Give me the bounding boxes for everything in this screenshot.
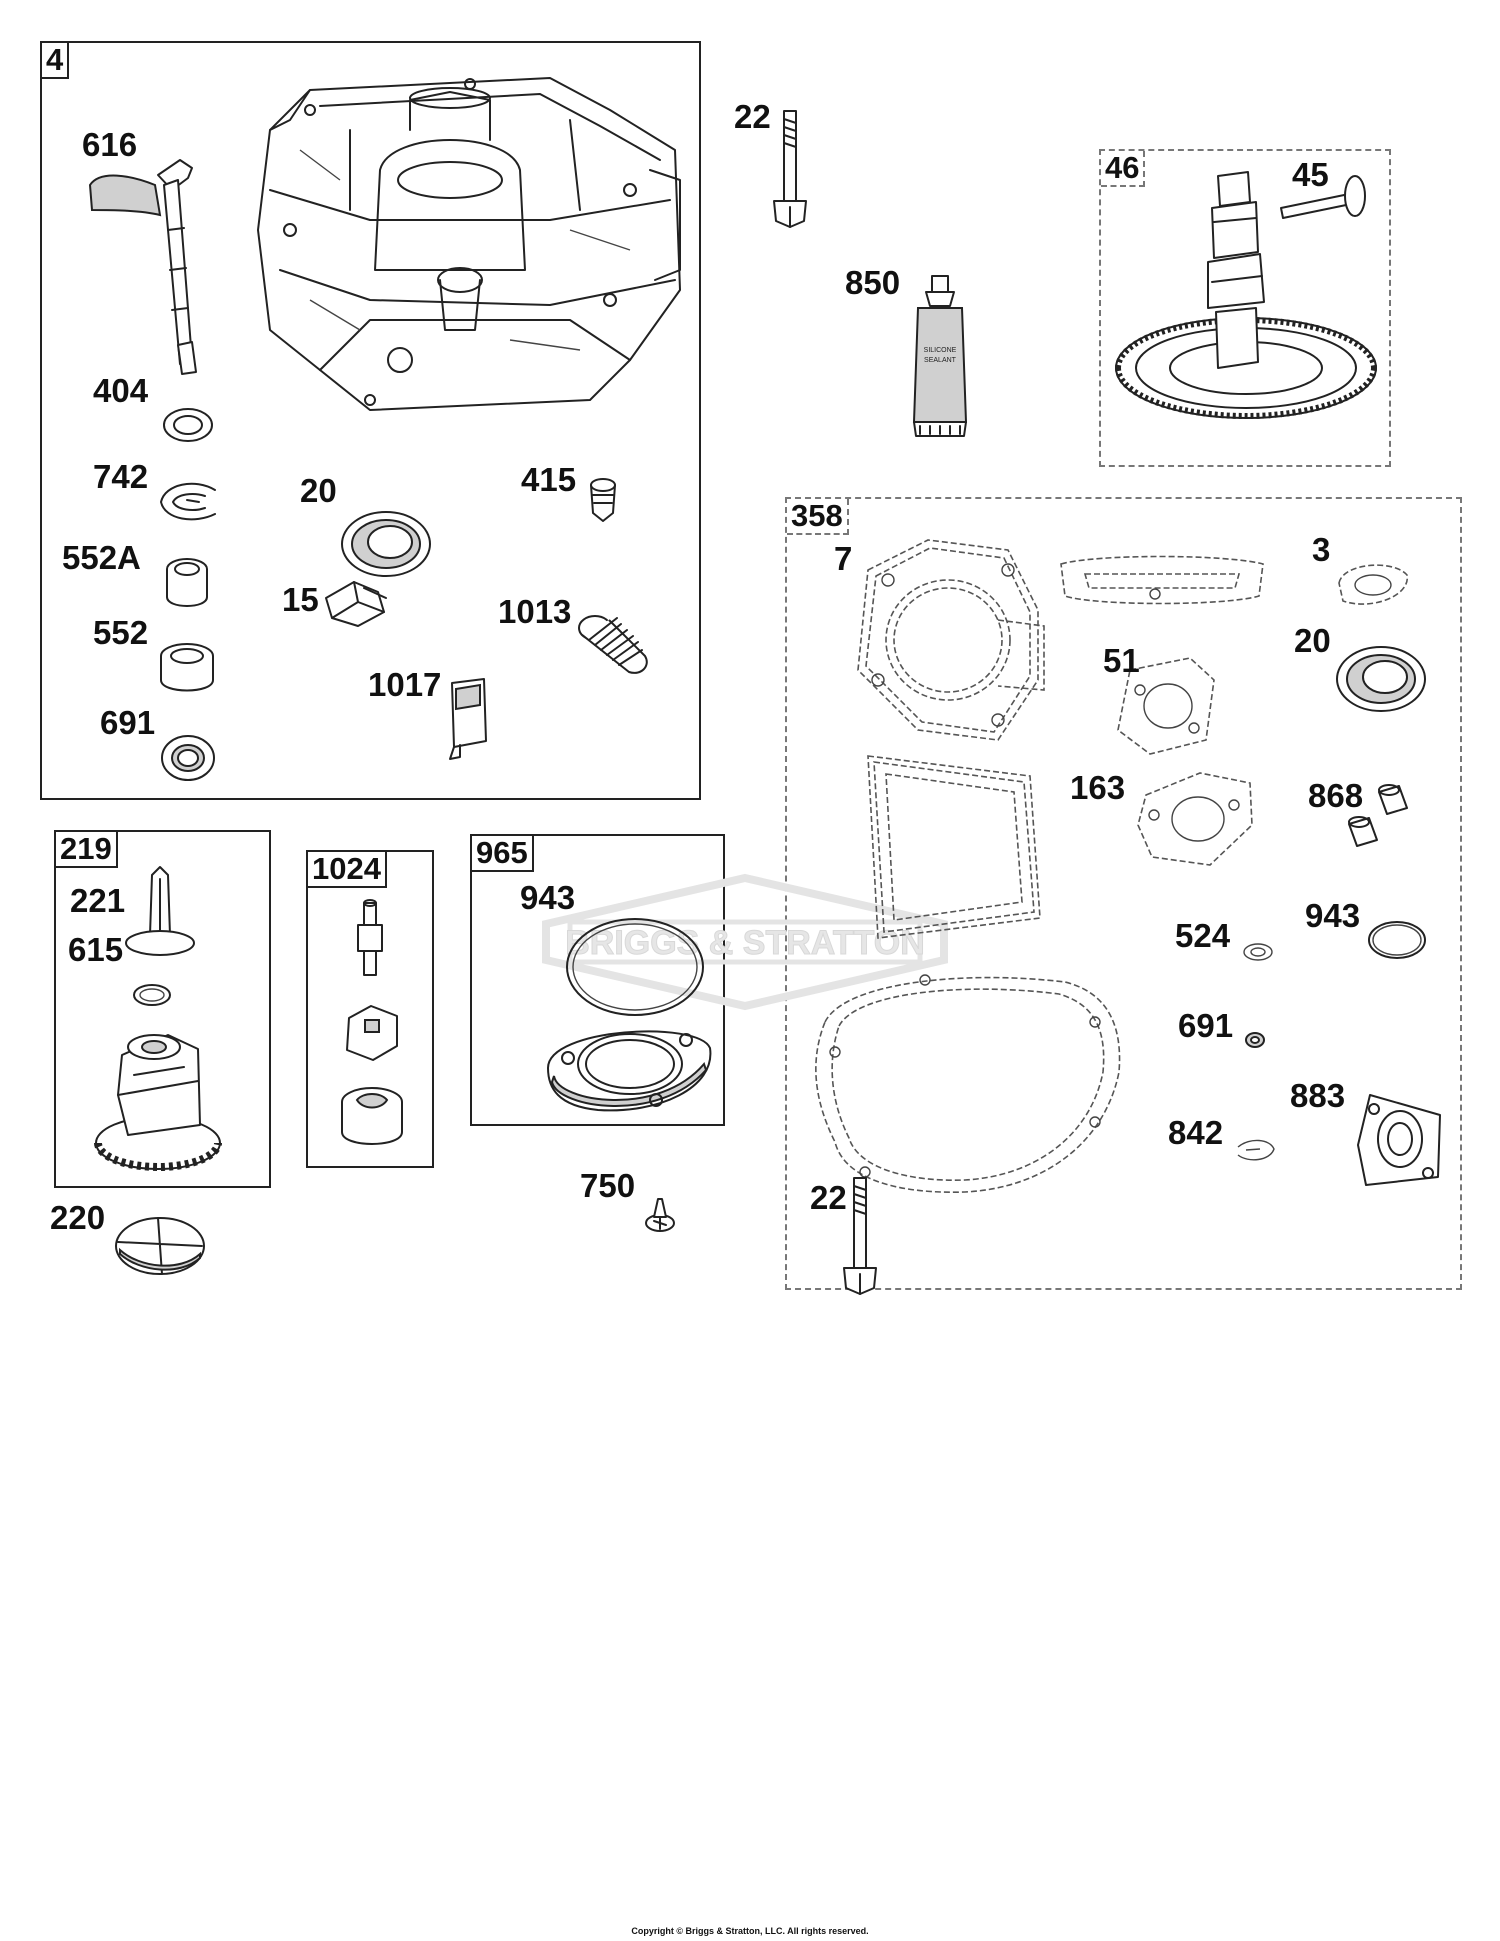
oil-pump-rotor-inner-illustration (346, 1005, 398, 1061)
bearing-illustration (341, 511, 431, 577)
part-label-51: 51 (1103, 642, 1140, 679)
pump-cover-illustration (547, 1030, 712, 1112)
crankcase-gasket-illustration (815, 974, 1121, 1194)
group-tag-219: 219 (56, 832, 118, 868)
copyright-notice: Copyright © Briggs & Stratton, LLC. All … (631, 1926, 869, 1936)
group-box-4: 4 (40, 41, 701, 800)
group-tag-965: 965 (472, 836, 534, 872)
fitting-415-illustration (590, 478, 616, 522)
pin-45-illustration (1280, 175, 1366, 219)
e-clip-illustration (160, 482, 216, 521)
part-label-691: 691 (100, 704, 156, 741)
part-label-163: 163 (1070, 769, 1126, 806)
ring-524-illustration (1243, 943, 1273, 961)
oil-pump-rotor-outer-illustration (341, 1087, 403, 1145)
part-label-750: 750 (580, 1167, 636, 1204)
crankcase-illustration (257, 77, 681, 411)
part-label-850: 850 (845, 264, 901, 301)
part-label-22-top: 22 (734, 98, 771, 135)
part-label-220: 220 (50, 1199, 106, 1236)
head-gasket-illustration (857, 539, 1045, 741)
part-label-7: 7 (834, 540, 853, 577)
seal-552-illustration (160, 643, 214, 692)
breather-gasket-illustration (1060, 555, 1264, 605)
valve-seal-868-illustration (1348, 784, 1408, 847)
gasket-3-illustration (1338, 564, 1408, 605)
part-label-404: 404 (93, 372, 149, 409)
seal-691-illustration (161, 735, 215, 781)
watermark-text: BRIGGS & STRATTON (565, 924, 925, 962)
governor-shaft-illustration (88, 159, 197, 375)
plug-15-illustration (325, 581, 387, 627)
group-box-965: 965 (470, 834, 725, 1126)
o-ring-358-illustration (1368, 921, 1426, 959)
group-box-219: 219 (54, 830, 271, 1188)
sealant-tube-illustration: SILICONE SEALANT (912, 275, 968, 437)
governor-pin-221-illustration (125, 866, 195, 956)
part-label-22-358: 22 (810, 1179, 847, 1216)
part-label-883: 883 (1290, 1077, 1346, 1114)
part-label-691-358: 691 (1178, 1007, 1234, 1044)
part-label-415: 415 (521, 461, 577, 498)
part-label-842: 842 (1168, 1114, 1224, 1151)
part-label-943: 943 (520, 879, 576, 916)
screw-750-illustration (645, 1198, 675, 1232)
adapter-883-illustration (1357, 1094, 1441, 1186)
gasket-163-illustration (1137, 772, 1253, 866)
clip-842-illustration (1237, 1139, 1275, 1161)
group-box-1024: 1024 (306, 850, 434, 1168)
oil-pump-pin-illustration (357, 899, 383, 976)
bearing-358-illustration (1336, 646, 1426, 712)
bolt-22-358-illustration (843, 1177, 877, 1295)
governor-gear-illustration (94, 1034, 222, 1171)
part-label-943-358: 943 (1305, 897, 1361, 934)
group-tag-46: 46 (1101, 151, 1146, 187)
o-ring-943-illustration (566, 918, 704, 1016)
bolt-22-top-illustration (773, 110, 807, 228)
part-label-552a: 552A (62, 539, 141, 576)
part-label-1017: 1017 (368, 666, 442, 703)
part-label-552: 552 (93, 614, 149, 651)
part-label-1013: 1013 (498, 593, 572, 630)
group-tag-4: 4 (42, 43, 70, 79)
valve-cover-gasket-illustration (867, 755, 1041, 939)
threaded-insert-illustration (578, 615, 648, 674)
part-label-20: 20 (300, 472, 337, 509)
bushing-552a-illustration (166, 558, 208, 607)
part-label-742: 742 (93, 458, 149, 495)
part-label-221: 221 (70, 882, 126, 919)
part-label-45: 45 (1292, 156, 1329, 193)
part-label-616: 616 (82, 126, 138, 163)
washer-illustration (163, 408, 213, 442)
group-box-358: 358 (785, 497, 1462, 1290)
gasket-51-illustration (1117, 657, 1215, 755)
part-label-615: 615 (68, 931, 124, 968)
part-label-3: 3 (1312, 531, 1331, 568)
camshaft-gear-illustration (1115, 171, 1377, 419)
seal-691-358-illustration (1245, 1032, 1265, 1048)
group-box-46: 46 (1099, 149, 1391, 467)
part-label-15: 15 (282, 581, 319, 618)
part-label-524: 524 (1175, 917, 1231, 954)
part-label-20-358: 20 (1294, 622, 1331, 659)
tube-label-line-2: SEALANT (924, 357, 957, 364)
breather-1017-illustration (449, 678, 487, 760)
group-tag-358: 358 (787, 499, 849, 535)
ring-615-illustration (133, 984, 171, 1006)
tube-label-line-1: SILICONE (924, 347, 957, 354)
part-220-illustration (115, 1217, 205, 1275)
group-tag-1024: 1024 (308, 852, 387, 888)
part-label-868: 868 (1308, 777, 1364, 814)
